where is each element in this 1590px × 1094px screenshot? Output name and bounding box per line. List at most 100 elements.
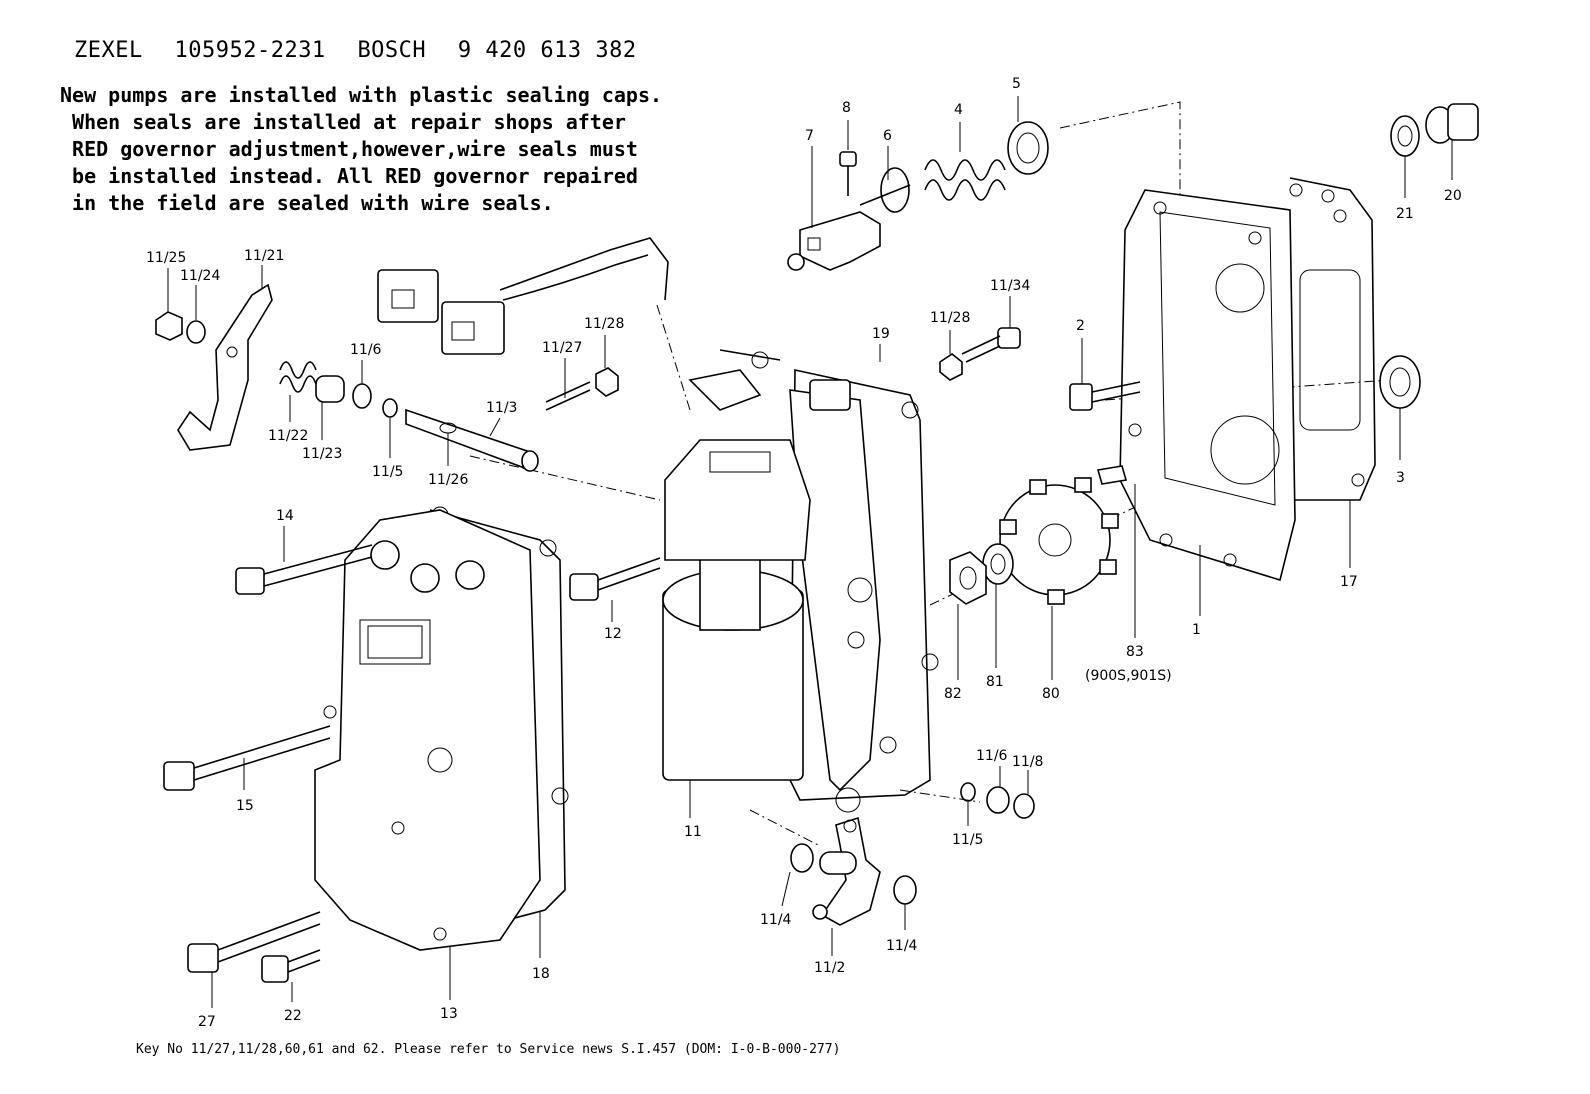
- part-17-gasket: [1289, 177, 1376, 501]
- part-83-key: [1096, 465, 1128, 485]
- label-11-6-upper: 11/6: [350, 342, 382, 358]
- part-7-bracket: [787, 211, 881, 271]
- part-11-6-washer-lower: [986, 786, 1010, 814]
- label-11: 11: [684, 824, 702, 840]
- label-81: 81: [986, 674, 1004, 690]
- label-11-34: 11/34: [990, 278, 1030, 294]
- part-11-27-screw: [545, 381, 591, 411]
- part-19-gasket: [751, 351, 939, 801]
- label-11-22: 11/22: [268, 428, 308, 444]
- label-11-26: 11/26: [428, 472, 468, 488]
- label-82: 82: [944, 686, 962, 702]
- label-5: 5: [1012, 76, 1021, 92]
- label-11-6-lower: 11/6: [976, 748, 1008, 764]
- part-11-8-clip: [1013, 793, 1035, 819]
- brand-zexel: ZEXEL: [74, 38, 143, 63]
- label-83-variant-note: (900S,901S): [1085, 668, 1172, 684]
- part-2-bolt: [1069, 381, 1141, 411]
- label-3: 3: [1396, 470, 1405, 486]
- label-17: 17: [1340, 574, 1358, 590]
- label-21: 21: [1396, 206, 1414, 222]
- note-line-4: be installed instead. All RED governor r…: [60, 164, 638, 188]
- label-11-28-right: 11/28: [930, 310, 970, 326]
- part-5-seal-ring: [1007, 121, 1049, 175]
- part-13-cover: [314, 509, 541, 951]
- part-11-21-lever: [177, 283, 273, 451]
- part-11-5-o-ring-lower: [960, 782, 976, 802]
- label-11-28-left: 11/28: [584, 316, 624, 332]
- part-11-2-lever: [812, 816, 881, 926]
- part-11-3-shaft: [405, 408, 539, 472]
- axis-line-right-lower: [899, 789, 981, 803]
- part-6-plunger: [859, 167, 911, 213]
- label-11-2: 11/2: [814, 960, 845, 976]
- label-11-4-right: 11/4: [886, 938, 918, 954]
- part-8-screw: [839, 151, 857, 196]
- part-11-34-screw: [961, 327, 1021, 363]
- label-11-25: 11/25: [146, 250, 186, 266]
- label-11-24: 11/24: [180, 268, 220, 284]
- part-15-bolt: [163, 725, 331, 791]
- part-3-oil-seal: [1379, 355, 1421, 409]
- part-20-plug: [1425, 103, 1479, 144]
- connector-harness: [377, 237, 691, 411]
- zexel-part-number: 105952-2231: [174, 38, 326, 63]
- part-11-25-nut: [155, 311, 183, 341]
- footer-key-note: Key No 11/27,11/28,60,61 and 62. Please …: [136, 1042, 841, 1057]
- label-11-23: 11/23: [302, 446, 342, 462]
- part-11-4-washer-left: [790, 843, 814, 873]
- part-11-5-o-ring: [382, 398, 398, 418]
- part-81-washer: [982, 543, 1014, 585]
- label-1: 1: [1192, 622, 1201, 638]
- part-11-24-washer: [186, 320, 206, 344]
- label-11-4-left: 11/4: [760, 912, 792, 928]
- sealing-note: New pumps are installed with plastic sea…: [60, 82, 662, 217]
- part-12-bolt: [569, 557, 661, 601]
- label-19: 19: [872, 326, 890, 342]
- label-80: 80: [1042, 686, 1060, 702]
- label-8: 8: [842, 100, 851, 116]
- label-11-3: 11/3: [486, 400, 517, 416]
- part-11-23-sleeve: [315, 375, 345, 403]
- label-15: 15: [236, 798, 254, 814]
- label-13: 13: [440, 1006, 458, 1022]
- note-line-1: New pumps are installed with plastic sea…: [60, 83, 663, 107]
- note-line-2: When seals are installed at repair shops…: [60, 110, 626, 134]
- bosch-part-number: 9 420 613 382: [457, 38, 637, 63]
- part-11-22-spring: [279, 361, 317, 393]
- label-22: 22: [284, 1008, 302, 1024]
- note-line-3: RED governor adjustment,however,wire sea…: [60, 137, 638, 161]
- part-11-4-washer-right: [893, 875, 917, 905]
- part-82-nut: [949, 551, 987, 605]
- header: ZEXEL 105952-2231 BOSCH 9 420 613 382: [74, 38, 655, 63]
- part-14-bolt: [235, 544, 373, 595]
- part-22-bolt: [261, 949, 321, 983]
- brand-bosch: BOSCH: [357, 38, 427, 63]
- part-1-housing: [1119, 189, 1361, 582]
- label-7: 7: [805, 128, 814, 144]
- label-11-21: 11/21: [244, 248, 284, 264]
- label-11-27: 11/27: [542, 340, 582, 356]
- label-2: 2: [1076, 318, 1085, 334]
- label-12: 12: [604, 626, 622, 642]
- part-27-bolt: [187, 911, 321, 973]
- label-20: 20: [1444, 188, 1462, 204]
- part-11-6-washer: [352, 383, 372, 409]
- part-11-governor-assembly: [662, 349, 881, 813]
- part-21-washer: [1390, 115, 1420, 157]
- note-line-5: in the field are sealed with wire seals.: [60, 191, 554, 215]
- part-80-gear: [999, 477, 1119, 605]
- label-83: 83: [1126, 644, 1144, 660]
- label-4: 4: [954, 102, 963, 118]
- part-4-spring: [924, 159, 1006, 201]
- label-6: 6: [883, 128, 892, 144]
- part-11-28-nut-right: [939, 353, 963, 381]
- label-18: 18: [532, 966, 550, 982]
- axis-line-lever: [749, 809, 821, 847]
- axis-line-governor-shaft: [469, 455, 661, 501]
- part-11-28-nut-left: [595, 367, 619, 397]
- label-11-8: 11/8: [1012, 754, 1043, 770]
- label-27: 27: [198, 1014, 216, 1030]
- label-14: 14: [276, 508, 294, 524]
